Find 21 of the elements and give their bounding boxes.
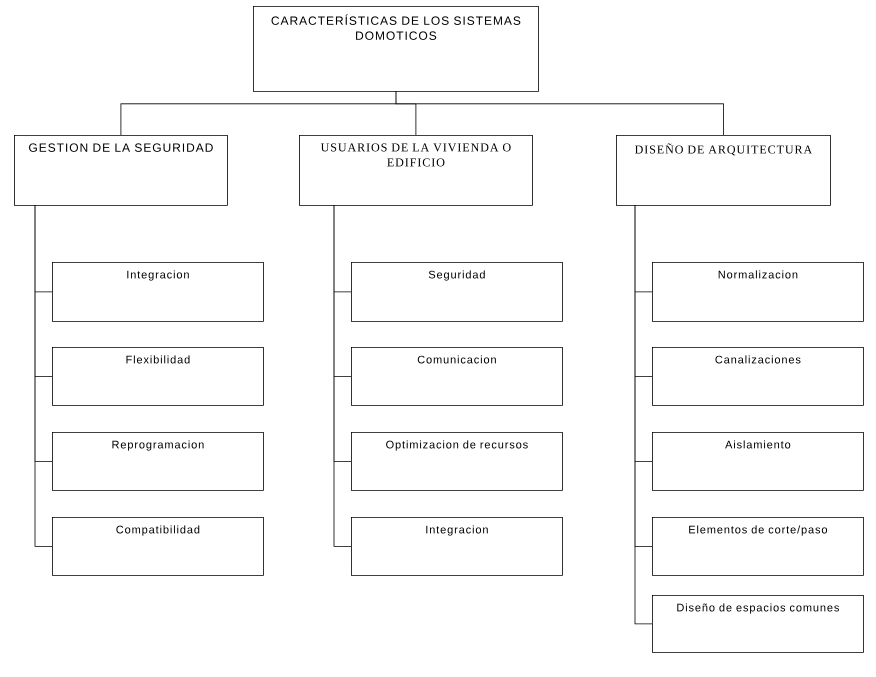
title-box: CARACTERÍSTICAS DE LOS SISTEMAS DOMOTICOS — [253, 6, 539, 92]
item-box: Reprogramacion — [52, 432, 264, 491]
item-box: Canalizaciones — [652, 347, 864, 406]
item-box: Compatibilidad — [52, 516, 264, 576]
item-box: Optimizacion de recursos — [351, 432, 563, 491]
connector-line — [396, 91, 724, 136]
item-box: Integracion — [351, 516, 563, 576]
category-box: DISEÑO DE ARQUITECTURA — [616, 134, 831, 206]
item-box: Diseño de espacios comunes — [652, 594, 864, 653]
item-box: Normalizacion — [652, 262, 864, 322]
item-box: Elementos de corte/paso — [652, 516, 864, 576]
category-box: USUARIOS DE LA VIVIENDA O EDIFICIO — [299, 134, 533, 206]
item-box: Seguridad — [351, 262, 563, 322]
item-box: Comunicacion — [351, 347, 563, 406]
category-box: GESTION DE LA SEGURIDAD — [14, 134, 228, 206]
connector-line — [334, 204, 352, 547]
item-box: Flexibilidad — [52, 347, 264, 406]
item-box: Integracion — [52, 262, 264, 322]
connector-line — [34, 204, 52, 547]
item-box: Aislamiento — [652, 432, 864, 491]
connector-line — [634, 204, 652, 624]
